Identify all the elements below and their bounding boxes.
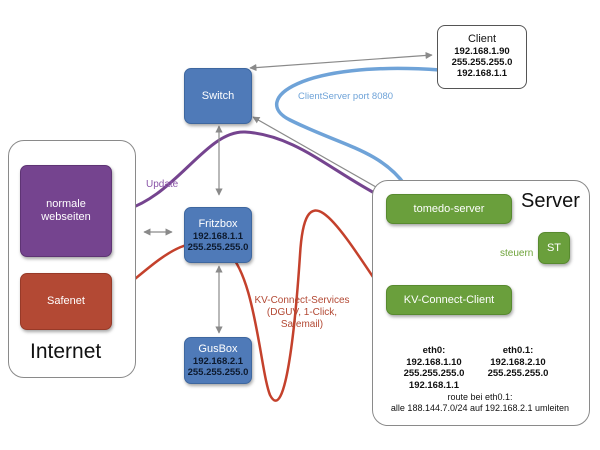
kv-services-label: KV-Connect-Services (DGUV, 1-Click, Safe… <box>246 295 358 331</box>
fritzbox-box[interactable]: Fritzbox 192.168.1.1 255.255.255.0 <box>184 207 252 263</box>
clientserver-port-label: ClientServer port 8080 <box>298 91 394 102</box>
client-label: Client <box>467 33 497 45</box>
kv-services-line2: (DGUV, 1-Click, Safemail) <box>266 307 338 330</box>
switch-label: Switch <box>201 89 235 102</box>
safenet-label: Safenet <box>47 295 85 307</box>
client-mask: 255.255.255.0 <box>451 57 513 68</box>
fritzbox-mask: 255.255.255.0 <box>187 241 249 253</box>
update-label: Update <box>146 179 179 190</box>
kv-connect-client-label: KV-Connect-Client <box>403 293 495 306</box>
client-ip: 192.168.1.90 <box>454 46 510 57</box>
server-title: Server <box>521 190 580 212</box>
eth0-title: eth0: <box>422 345 446 356</box>
update-line <box>116 130 382 214</box>
kv-services-line1: KV-Connect-Services <box>254 295 350 306</box>
eth01-ip: 192.168.2.10 <box>490 356 546 368</box>
eth01-title: eth0.1: <box>502 345 534 356</box>
st-label: ST <box>546 241 562 254</box>
gusbox-ip: 192.168.2.1 <box>192 356 244 367</box>
gusbox-box[interactable]: GusBox 192.168.2.1 255.255.255.0 <box>184 337 252 384</box>
internet-title: Internet <box>30 340 102 363</box>
eth0-info: eth0: 192.168.1.10 255.255.255.0 192.168… <box>400 345 468 391</box>
tomedo-server-box[interactable]: tomedo-server <box>386 194 512 224</box>
safenet-box[interactable]: Safenet <box>20 273 112 330</box>
route-line-1: route bei eth0.1: <box>447 392 513 402</box>
client-gateway: 192.168.1.1 <box>456 68 508 79</box>
eth01-info: eth0.1: 192.168.2.10 255.255.255.0 <box>478 345 558 380</box>
steuern-label: steuern <box>500 248 534 259</box>
st-box[interactable]: ST <box>538 232 570 264</box>
arrow-switch-client <box>249 51 433 72</box>
tomedo-server-label: tomedo-server <box>413 202 485 215</box>
eth01-mask: 255.255.255.0 <box>487 368 549 379</box>
client-box[interactable]: Client 192.168.1.90 255.255.255.0 192.16… <box>437 25 527 89</box>
clientserver-line <box>275 66 442 187</box>
kv-connect-client-box[interactable]: KV-Connect-Client <box>386 285 512 315</box>
route-line-2: alle 188.144.7.0/24 auf 192.168.2.1 umle… <box>390 403 570 413</box>
arrow-switch-tomedo <box>252 116 391 196</box>
gusbox-label: GusBox <box>198 343 238 355</box>
switch-box[interactable]: Switch <box>184 68 252 124</box>
normale-webseiten-label: normale webseiten <box>41 198 91 223</box>
gusbox-mask: 255.255.255.0 <box>187 367 249 378</box>
fritzbox-ip: 192.168.1.1 <box>192 230 244 242</box>
eth0-ip: 192.168.1.10 <box>406 356 462 368</box>
eth0-gateway: 192.168.1.1 <box>408 379 460 391</box>
fritzbox-label: Fritzbox <box>198 217 238 230</box>
route-info: route bei eth0.1: alle 188.144.7.0/24 au… <box>374 392 586 414</box>
eth0-mask: 255.255.255.0 <box>403 368 465 379</box>
normale-webseiten-box[interactable]: normale webseiten <box>20 165 112 257</box>
